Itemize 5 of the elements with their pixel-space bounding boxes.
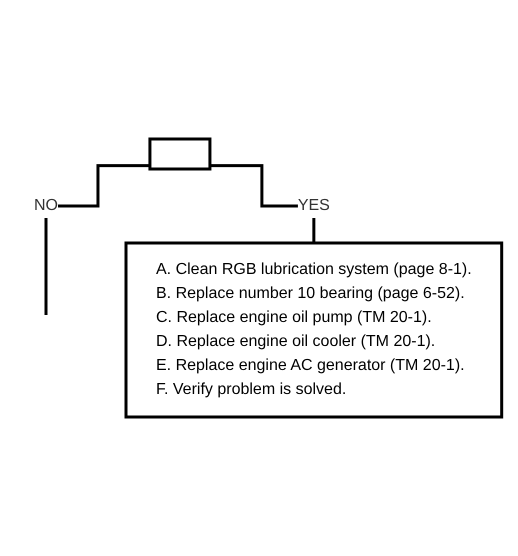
node-box	[148, 138, 212, 170]
edge-label: NO	[34, 197, 58, 214]
edge-label: YES	[298, 197, 330, 214]
node-box: A. Clean RGB lubrication system (page 8-1). B. Replace number 10 bearing (page 6-52). C. Replace engine oil pump (TM 20-1). D. Replace engine oil cooler (TM 20-1). E. Replace engine AC generator (TM 20-1). F. Verify problem is solved.	[124, 242, 504, 418]
connector	[44, 164, 150, 316]
